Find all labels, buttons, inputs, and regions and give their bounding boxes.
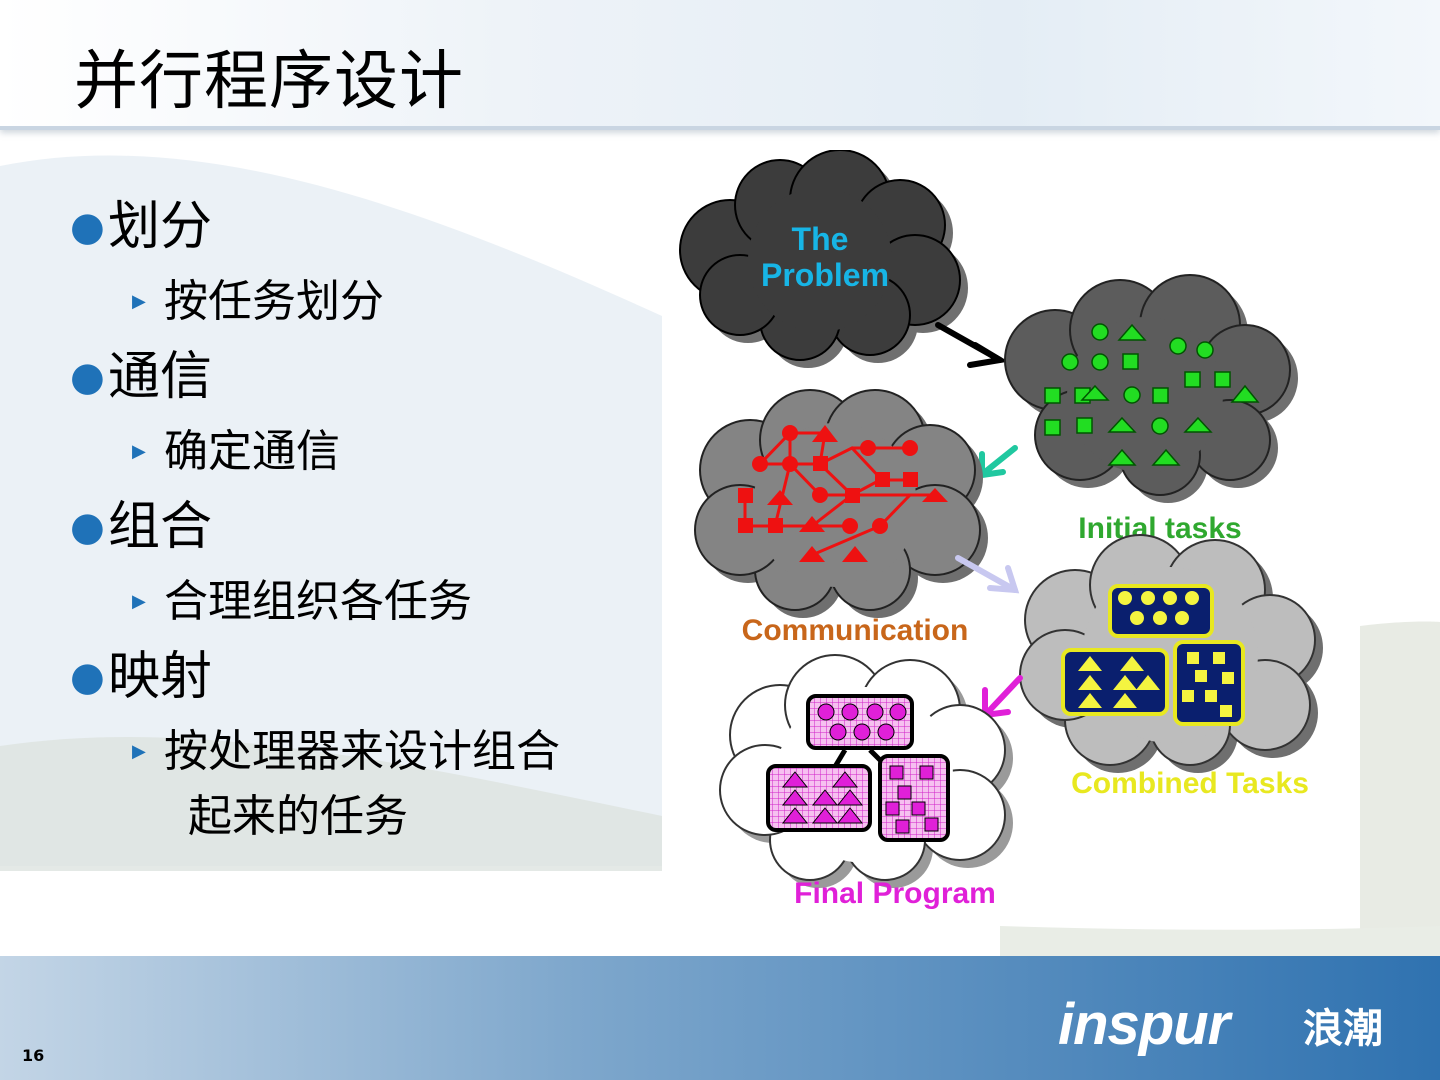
page-number: 16 <box>22 1046 45 1065</box>
logo-wordmark: inspur <box>1058 992 1234 1057</box>
bullet-text: 组合 <box>108 497 213 557</box>
sub-bullet: ▶ 按处理器来设计组合 <box>70 714 670 790</box>
triangle-bullet-icon: ▶ <box>132 741 146 762</box>
problem-cloud: The Problem <box>679 150 968 368</box>
triangle-bullet-icon: ▶ <box>132 591 146 612</box>
sub-bullet: ▶ 合理组织各任务 <box>70 564 670 640</box>
background-decoration <box>0 155 1440 956</box>
initial-tasks-cloud: Initial tasks <box>1004 274 1298 545</box>
bullet-text: 通信 <box>108 347 213 407</box>
pcam-diagram: The Problem I <box>679 150 1323 910</box>
bullet-partition: ●划分 <box>70 190 670 264</box>
bullet-dot-icon: ● <box>70 204 105 250</box>
final-program-label: Final Program <box>794 877 996 910</box>
inspur-logo: inspur 浪潮 <box>1058 992 1383 1057</box>
sub-bullet: ▶ 按任务划分 <box>70 264 670 340</box>
sub-bullet-text: 确定通信 <box>164 426 340 477</box>
bullet-list: ●划分 ▶按任务划分 ●通信 ▶确定通信 ●组合 ▶合理组织各任务 ●映射 ▶按… <box>70 190 670 850</box>
arrow-icon <box>935 322 1009 368</box>
triangle-bullet-icon: ▶ <box>132 291 146 312</box>
communication-label: Communication <box>742 614 969 647</box>
footer-bar <box>0 956 1440 1080</box>
combined-tasks-cloud: Combined Tasks <box>1019 534 1323 800</box>
sub-bullet-text: 按处理器来设计组合 <box>164 726 560 777</box>
logo-chinese: 浪潮 <box>1303 1006 1383 1052</box>
bullet-mapping: ●映射 <box>70 640 670 714</box>
combined-tasks-label: Combined Tasks <box>1071 767 1309 800</box>
bullet-combination: ●组合 <box>70 490 670 564</box>
sub-bullet-text: 合理组织各任务 <box>164 576 472 627</box>
title-bar: 并行程序设计 <box>0 0 1440 130</box>
sub-bullet: ▶ 确定通信 <box>70 414 670 490</box>
triangle-bullet-icon: ▶ <box>132 441 146 462</box>
final-program-cloud: Final Program <box>719 654 1013 910</box>
bullet-dot-icon: ● <box>70 504 105 550</box>
bullet-dot-icon: ● <box>70 654 105 700</box>
sub-bullet-continuation: 起来的任务 <box>188 791 408 842</box>
arrow-icon <box>982 675 1023 719</box>
bullet-communication: ●通信 <box>70 340 670 414</box>
bullet-text: 划分 <box>108 197 213 257</box>
problem-label-line1: The <box>792 221 849 257</box>
arrow-icon <box>979 445 1018 479</box>
communication-cloud: Communication <box>694 389 988 647</box>
arrow-icon <box>955 555 1020 594</box>
bullet-dot-icon: ● <box>70 354 105 400</box>
page-title: 并行程序设计 <box>74 45 464 119</box>
bullet-text: 映射 <box>108 647 213 707</box>
problem-label-line2: Problem <box>761 257 889 293</box>
sub-bullet-text: 按任务划分 <box>164 276 384 327</box>
